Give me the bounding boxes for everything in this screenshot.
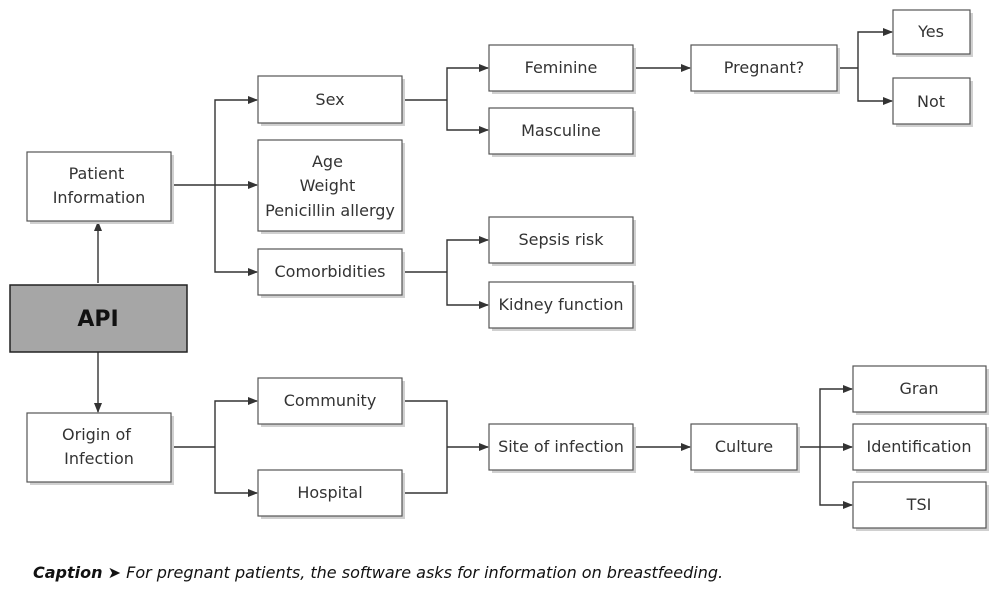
- pregnant-label: Pregnant?: [724, 58, 804, 77]
- feminine-label: Feminine: [525, 58, 598, 77]
- gran-node: Gran: [852, 365, 989, 415]
- arrow-origin-to-community: [214, 397, 258, 447]
- hospital-label: Hospital: [297, 483, 362, 502]
- arrow-sex-to-feminine: [446, 64, 489, 100]
- api-node: API: [9, 284, 188, 353]
- line-community-hospital-merge: [402, 400, 448, 494]
- feminine-node: Feminine: [488, 44, 636, 94]
- hospital-node: Hospital: [257, 469, 405, 519]
- sex-label: Sex: [315, 90, 344, 109]
- arrow-sex-to-masculine: [446, 100, 489, 134]
- sepsis-risk-label: Sepsis risk: [519, 230, 605, 249]
- sepsis-risk-node: Sepsis risk: [488, 216, 636, 266]
- arrow-comorbidities-to-sepsis-risk: [446, 236, 489, 272]
- not-node: Not: [892, 77, 973, 127]
- culture-node: Culture: [690, 423, 800, 473]
- pregnant-node: Pregnant?: [690, 44, 840, 94]
- caption-arrow: ➤: [107, 563, 122, 582]
- demographics-node: Age Weight Penicillin allergy: [257, 139, 405, 234]
- caption-text: For pregnant patients, the software asks…: [126, 563, 724, 582]
- caption-label: Caption: [33, 563, 103, 582]
- community-label: Community: [284, 391, 377, 410]
- tsi-label: TSI: [906, 495, 932, 514]
- masculine-label: Masculine: [521, 121, 601, 140]
- patient-information-label: Patient Information: [53, 164, 146, 207]
- not-label: Not: [917, 92, 945, 111]
- flowchart-diagram: API Patient Information Origin of Infect…: [9, 9, 989, 531]
- arrow-patient-to-sex: [214, 96, 258, 185]
- sex-node: Sex: [257, 75, 405, 126]
- masculine-node: Masculine: [488, 107, 636, 157]
- connectors: [94, 28, 893, 509]
- origin-of-infection-node: Origin of Infection: [26, 412, 174, 485]
- community-node: Community: [257, 377, 405, 427]
- arrow-comorbidities-to-kidney-function: [446, 272, 489, 309]
- yes-label: Yes: [917, 22, 944, 41]
- demographics-label: Age Weight Penicillin allergy: [265, 152, 395, 220]
- kidney-function-label: Kidney function: [499, 295, 624, 314]
- tsi-node: TSI: [852, 481, 989, 531]
- culture-label: Culture: [715, 437, 773, 456]
- gran-label: Gran: [900, 379, 939, 398]
- patient-information-node: Patient Information: [26, 151, 174, 224]
- arrow-pregnant-to-not: [857, 68, 893, 105]
- comorbidities-label: Comorbidities: [274, 262, 385, 281]
- site-of-infection-node: Site of infection: [488, 423, 636, 473]
- arrow-culture-to-tsi: [819, 447, 853, 509]
- arrow-patient-to-comorbidities: [214, 185, 258, 276]
- figure-caption: Caption ➤ For pregnant patients, the sof…: [33, 563, 723, 582]
- kidney-function-node: Kidney function: [488, 281, 636, 331]
- identification-node: Identification: [852, 423, 989, 473]
- yes-node: Yes: [892, 9, 973, 57]
- arrow-origin-to-hospital: [214, 447, 258, 497]
- api-label: API: [77, 307, 118, 332]
- arrow-culture-to-gran: [819, 385, 853, 447]
- origin-of-infection-label: Origin of Infection: [62, 425, 136, 468]
- arrow-pregnant-to-yes: [857, 28, 893, 68]
- comorbidities-node: Comorbidities: [257, 248, 405, 298]
- identification-label: Identification: [867, 437, 972, 456]
- site-of-infection-label: Site of infection: [498, 437, 624, 456]
